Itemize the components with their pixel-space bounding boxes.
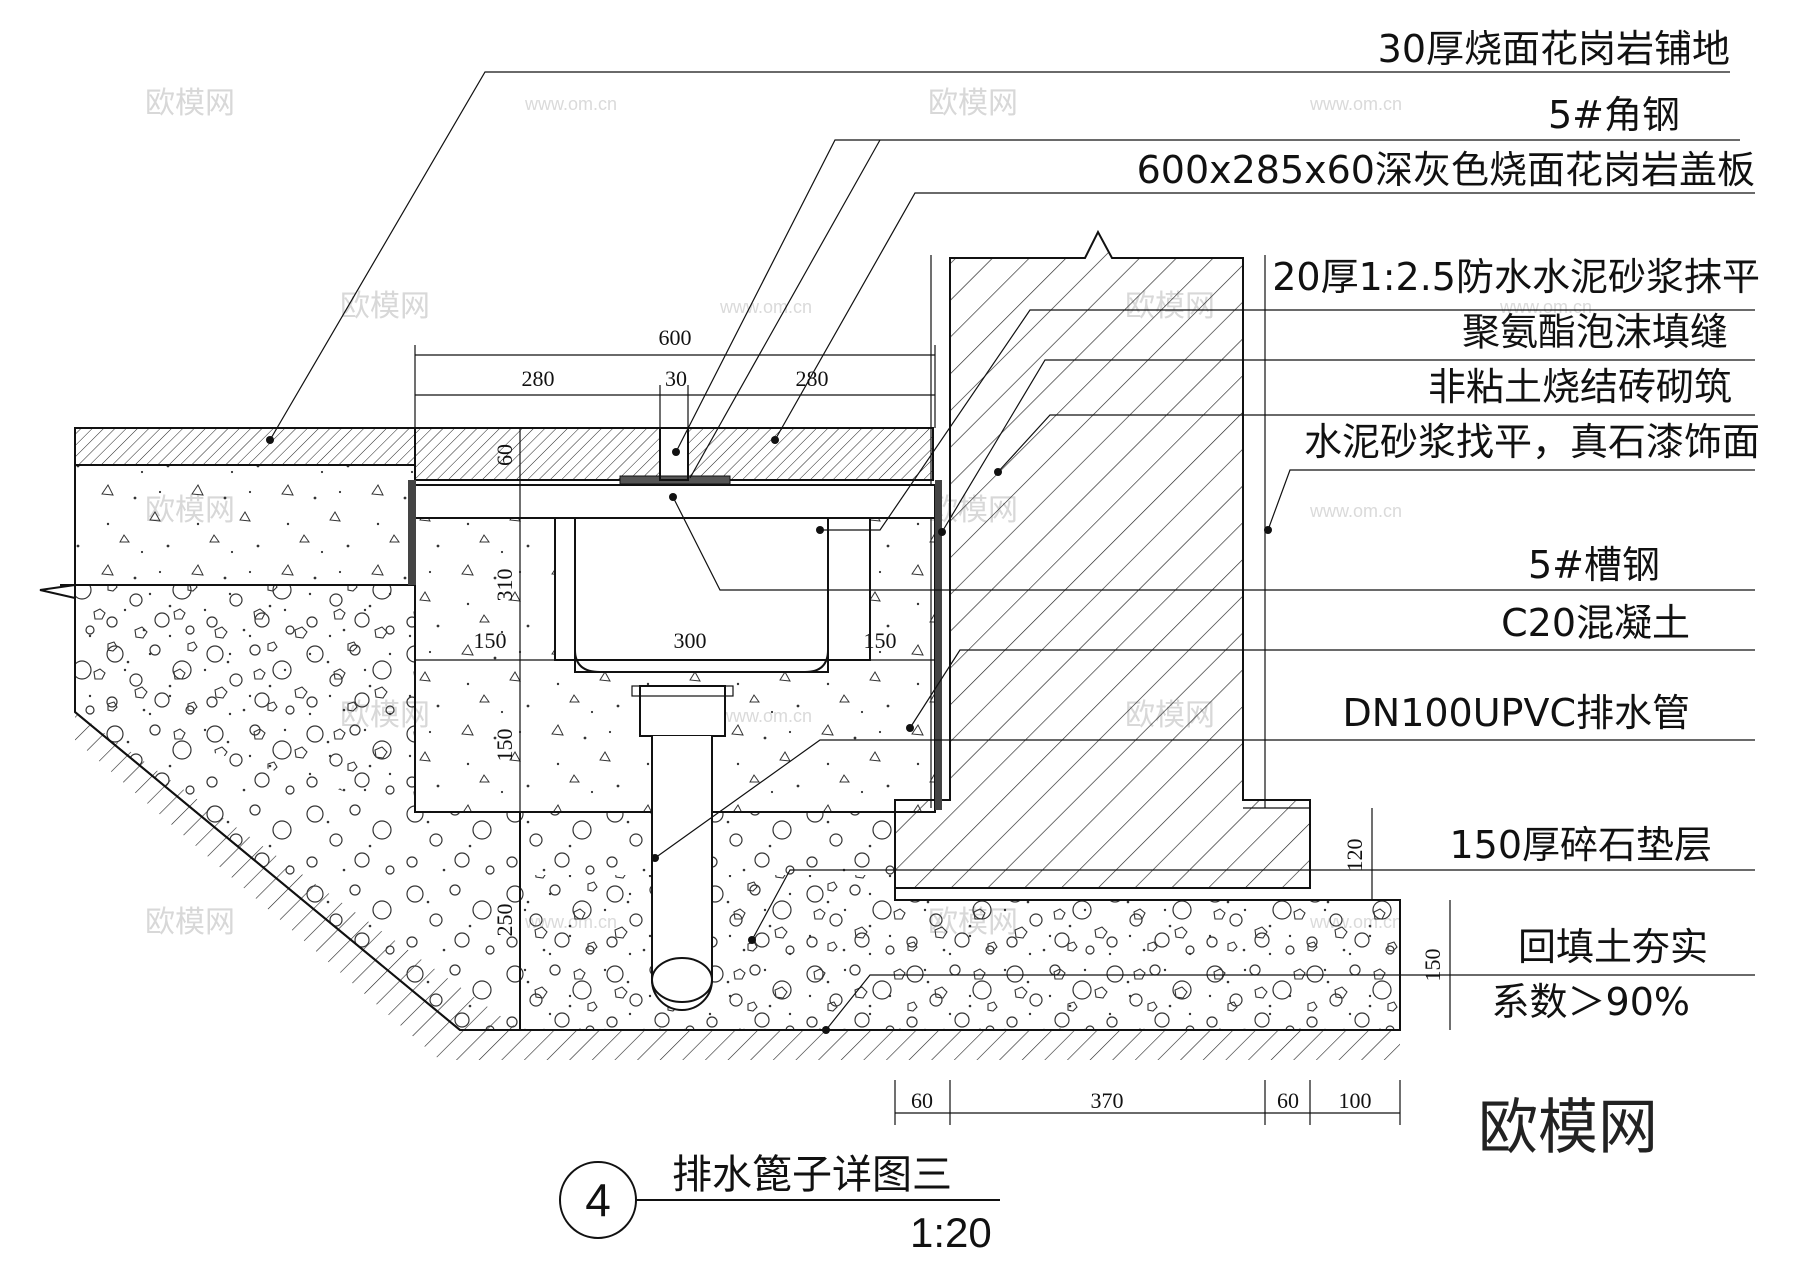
drawing-title: 排水篦子详图三 xyxy=(672,1152,952,1198)
watermark-logo: 欧模网 xyxy=(145,86,235,121)
leader-concrete xyxy=(909,649,1755,729)
brick-wall xyxy=(894,229,1311,889)
dimensions: 600 280 30 280 60 310 150 250 150 300 15… xyxy=(414,325,1451,1125)
dim-base-thk: 150 xyxy=(492,729,517,762)
upvc-drain-pipe xyxy=(651,736,713,1011)
label-channel-steel: 5#槽钢 xyxy=(1528,543,1660,587)
leader-dot xyxy=(771,436,779,444)
label-brick-masonry: 非粘土烧结砖砌筑 xyxy=(1428,365,1732,409)
leader-paving xyxy=(269,71,1730,441)
dim-mid-left: 150 xyxy=(474,628,507,653)
leader-dot xyxy=(1264,526,1272,534)
leader-dot xyxy=(748,936,756,944)
dim-gravel-thk: 250 xyxy=(492,904,517,937)
label-angle-steel: 5#角钢 xyxy=(1548,93,1680,137)
leader-angle-steel-b xyxy=(689,139,881,479)
dim-trench-depth: 310 xyxy=(492,569,517,602)
dim-bottom-c: 60 xyxy=(1277,1088,1299,1113)
pavement-concrete-base xyxy=(74,464,416,586)
watermark-logo: 欧模网 xyxy=(145,905,235,940)
label-cover-plate: 600x285x60深灰色烧面花岗岩盖板 xyxy=(1137,148,1755,192)
label-backfill: 回填土夯实 xyxy=(1518,925,1708,969)
granite-paving-left xyxy=(74,427,416,466)
leader-plaster xyxy=(1267,469,1755,531)
title-block: 4 排水篦子详图三 1:20 欧模网 xyxy=(559,1093,1658,1256)
dim-top-mid: 30 xyxy=(665,366,687,391)
label-plaster-finish: 水泥砂浆找平，真石漆饰面 xyxy=(1304,420,1760,464)
dim-wall-step: 120 xyxy=(1342,839,1367,872)
granite-cover-left xyxy=(414,427,661,481)
drawing-scale: 1:20 xyxy=(910,1209,992,1256)
leader-dot xyxy=(672,448,680,456)
detail-number: 4 xyxy=(585,1174,611,1226)
section-geometry xyxy=(39,229,1401,1060)
watermark-url: www.om.cn xyxy=(524,94,617,114)
label-c20-concrete: C20混凝土 xyxy=(1501,601,1690,645)
leader-mortar xyxy=(820,309,1755,531)
leader-brick xyxy=(997,414,1755,473)
dim-bottom-b: 370 xyxy=(1091,1088,1124,1113)
leader-dot xyxy=(822,1026,830,1034)
dim-bottom-a: 60 xyxy=(911,1088,933,1113)
label-drain-pipe: DN100UPVC排水管 xyxy=(1343,691,1690,735)
watermark-url: www.om.cn xyxy=(1309,501,1402,521)
leader-gravel xyxy=(751,869,1755,941)
break-line-left xyxy=(39,584,76,599)
brand-logo: 欧模网 xyxy=(1478,1093,1658,1163)
label-compaction: 系数＞90% xyxy=(1492,980,1690,1024)
dim-top-right: 280 xyxy=(796,366,829,391)
leader-dot xyxy=(906,724,914,732)
label-waterproof-mortar: 20厚1:2.5防水水泥砂浆抹平 xyxy=(1272,255,1760,299)
leader-channel-steel xyxy=(672,496,1755,591)
pipe-fitting xyxy=(639,685,726,737)
dim-fill-thk: 150 xyxy=(1420,949,1445,982)
pipe-end xyxy=(651,957,713,1003)
watermark-logo: 欧模网 xyxy=(340,289,430,324)
pipe-flange xyxy=(631,685,734,697)
watermark-url: www.om.cn xyxy=(1309,94,1402,114)
leader-lines xyxy=(266,71,1755,1034)
leader-pipe xyxy=(654,739,1755,859)
leader-backfill xyxy=(825,974,1755,1031)
granite-cover-right xyxy=(687,427,934,481)
cover-gap xyxy=(659,427,689,481)
leader-cover-plate xyxy=(774,192,1755,441)
label-gravel-bed: 150厚碎石垫层 xyxy=(1449,823,1712,867)
label-paving: 30厚烧面花岗岩铺地 xyxy=(1378,27,1730,71)
leader-angle-steel xyxy=(675,139,1740,453)
foam-sealant-right xyxy=(935,480,942,810)
dim-cover-thk: 60 xyxy=(492,444,517,466)
leader-dot xyxy=(994,468,1002,476)
watermark-url: www.om.cn xyxy=(1499,297,1592,317)
watermark-logo: 欧模网 xyxy=(928,86,1018,121)
foam-sealant-left xyxy=(408,480,416,585)
leader-dot xyxy=(651,854,659,862)
dim-mid-right: 150 xyxy=(864,628,897,653)
dim-top-total: 600 xyxy=(659,325,692,350)
dim-top-left: 280 xyxy=(522,366,555,391)
leader-foam xyxy=(941,359,1755,533)
dim-mid-center: 300 xyxy=(674,628,707,653)
watermark-url: www.om.cn xyxy=(719,297,812,317)
leader-dot xyxy=(669,493,677,501)
dim-bottom-d: 100 xyxy=(1339,1088,1372,1113)
annotations: 30厚烧面花岗岩铺地 5#角钢 600x285x60深灰色烧面花岗岩盖板 20厚… xyxy=(1137,27,1760,1024)
leader-dot xyxy=(816,526,824,534)
leader-dot xyxy=(266,436,274,444)
label-foam-sealant: 聚氨酯泡沫填缝 xyxy=(1462,310,1728,354)
leader-dot xyxy=(938,528,946,536)
